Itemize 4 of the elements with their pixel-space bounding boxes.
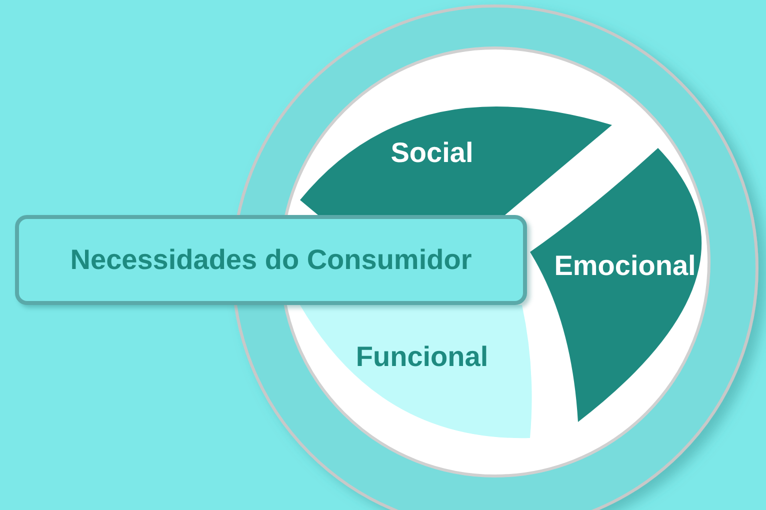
segment-label: Funcional bbox=[356, 341, 488, 373]
title-box: Necessidades do Consumidor bbox=[15, 215, 527, 305]
segment-label: Emocional bbox=[554, 250, 696, 282]
segment-label: Social bbox=[390, 137, 474, 169]
